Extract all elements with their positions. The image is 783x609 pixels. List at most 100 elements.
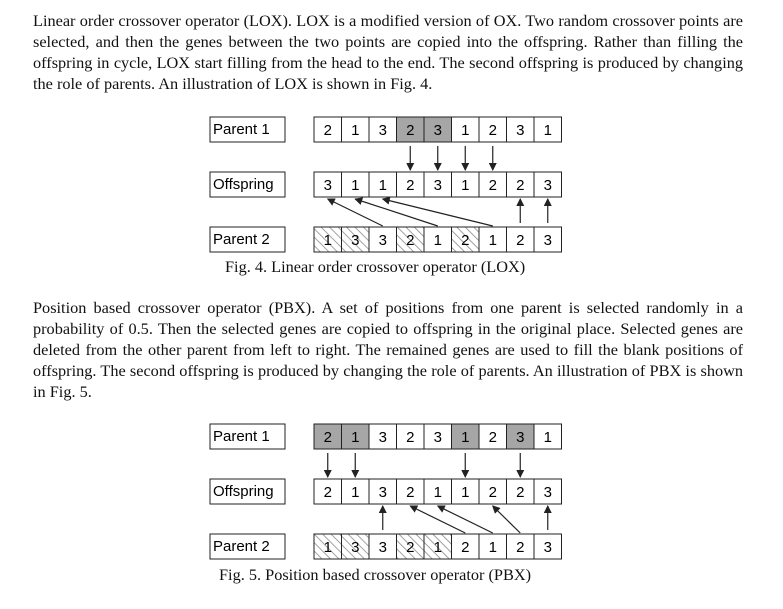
off-gene-value: 1 [461, 484, 469, 501]
p1-gene-cell [368, 116, 397, 143]
p1-gene-value: 1 [544, 429, 552, 446]
p2-gene-value: 1 [434, 539, 442, 556]
off-gene-value: 2 [406, 177, 414, 194]
p2-gene-value: 3 [351, 232, 359, 249]
gene-transfer-arrow [409, 505, 466, 534]
p1-gene-cell [368, 423, 397, 450]
off-gene-cell [368, 171, 397, 198]
p2-gene-value: 3 [379, 539, 387, 556]
off-gene-cell [478, 478, 507, 505]
paragraph-lox: Linear order crossover operator (LOX). L… [33, 11, 743, 93]
caption-fig5: Fig. 5. Position based crossover operato… [219, 565, 532, 584]
p1-gene-cell [313, 116, 342, 143]
p2-gene-value: 1 [324, 232, 332, 249]
off-gene-value: 3 [379, 484, 387, 501]
p2-gene-value: 2 [461, 539, 469, 556]
p1-gene-value: 3 [434, 429, 442, 446]
p1-gene-value: 1 [544, 122, 552, 139]
p2-gene-value: 3 [544, 539, 552, 556]
off-gene-value: 2 [324, 484, 332, 501]
row-label-box [209, 171, 286, 198]
p1-gene-value: 2 [406, 429, 414, 446]
off-gene-cell [341, 478, 370, 505]
gene-transfer-arrow [436, 505, 494, 534]
p2-gene-value: 2 [516, 539, 524, 556]
p1-gene-value: 3 [516, 429, 524, 446]
p1-gene-cell [533, 116, 562, 143]
p1-gene-value: 2 [489, 122, 497, 139]
p2-gene-cell [533, 226, 562, 253]
off-gene-cell [533, 478, 562, 505]
p1-gene-value: 3 [434, 122, 442, 139]
p1-gene-value: 3 [516, 122, 524, 139]
off-gene-value: 3 [544, 484, 552, 501]
p1-gene-value: 2 [324, 122, 332, 139]
off-gene-cell [506, 171, 535, 198]
p1-gene-cell [341, 423, 370, 450]
off-gene-cell [423, 171, 452, 198]
p2-gene-value: 1 [489, 232, 497, 249]
off-gene-value: 1 [379, 177, 387, 194]
caption-fig4: Fig. 4. Linear order crossover operator … [225, 257, 526, 276]
p1-gene-cell [478, 116, 507, 143]
p1-gene-cell [478, 423, 507, 450]
p1-gene-cell [506, 423, 535, 450]
p2-gene-cell [478, 226, 507, 253]
p1-gene-cell [533, 423, 562, 450]
p1-gene-value: 1 [461, 429, 469, 446]
p2-gene-value: 1 [434, 232, 442, 249]
row-label-box [209, 533, 286, 560]
p2-gene-cell [423, 533, 452, 560]
off-gene-cell [396, 171, 425, 198]
off-gene-value: 1 [434, 484, 442, 501]
paragraph-pbx: Position based crossover operator (PBX).… [33, 298, 743, 401]
p1-gene-value: 1 [351, 122, 359, 139]
off-gene-value: 1 [351, 484, 359, 501]
p1-gene-cell [423, 423, 452, 450]
p1-gene-cell [341, 116, 370, 143]
off-gene-value: 3 [544, 177, 552, 194]
off-gene-cell [451, 478, 480, 505]
off-gene-value: 1 [351, 177, 359, 194]
p2-gene-cell [368, 226, 397, 253]
off-gene-value: 2 [489, 177, 497, 194]
p1-gene-cell [506, 116, 535, 143]
off-gene-value: 2 [516, 484, 524, 501]
row-label: Parent 1 [213, 121, 270, 138]
p1-gene-cell [451, 423, 480, 450]
off-gene-value: 3 [324, 177, 332, 194]
p2-gene-value: 2 [406, 232, 414, 249]
p2-gene-cell [533, 533, 562, 560]
p1-gene-value: 2 [324, 429, 332, 446]
p2-gene-value: 2 [516, 232, 524, 249]
row-label-box [209, 478, 286, 505]
row-label-box [209, 226, 286, 253]
p2-gene-value: 3 [379, 232, 387, 249]
p2-gene-value: 2 [461, 232, 469, 249]
p2-gene-value: 3 [351, 539, 359, 556]
p2-gene-value: 3 [544, 232, 552, 249]
off-gene-cell [396, 478, 425, 505]
row-label: Parent 1 [213, 428, 270, 445]
p2-gene-cell [451, 226, 480, 253]
row-label-box [209, 423, 286, 450]
off-gene-value: 3 [434, 177, 442, 194]
row-label: Offspring [213, 483, 274, 500]
gene-transfer-arrow [326, 198, 384, 227]
off-gene-cell [533, 171, 562, 198]
p1-gene-value: 2 [406, 122, 414, 139]
off-gene-value: 2 [489, 484, 497, 501]
p2-gene-cell [396, 226, 425, 253]
p1-gene-value: 3 [379, 122, 387, 139]
p1-gene-value: 2 [489, 429, 497, 446]
off-gene-value: 2 [516, 177, 524, 194]
row-label: Offspring [213, 176, 274, 193]
p1-gene-value: 1 [351, 429, 359, 446]
p2-gene-cell [396, 533, 425, 560]
row-label: Parent 2 [213, 231, 270, 248]
p2-gene-value: 1 [324, 539, 332, 556]
off-gene-cell [478, 171, 507, 198]
off-gene-cell [368, 478, 397, 505]
